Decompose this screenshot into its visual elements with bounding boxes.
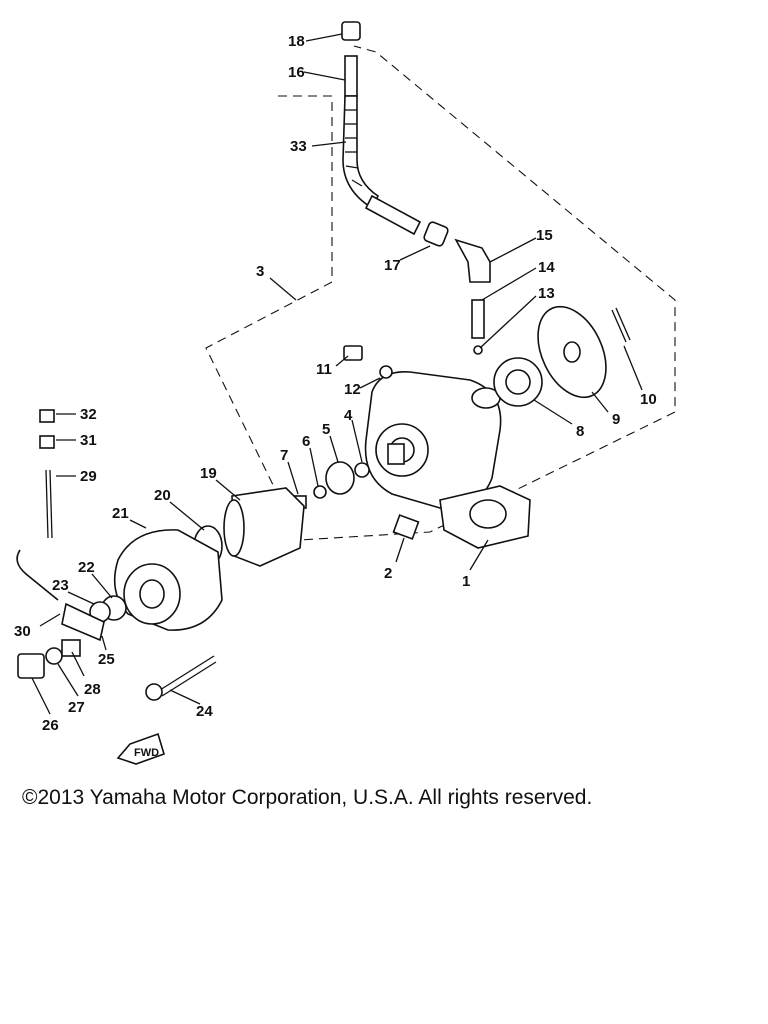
part-26-bolt xyxy=(17,653,45,679)
part-12-washer xyxy=(379,365,393,379)
label-16: 16 xyxy=(288,64,305,81)
part-28-spacer xyxy=(61,639,81,657)
label-29: 29 xyxy=(80,468,97,485)
label-8: 8 xyxy=(576,423,584,440)
label-4: 4 xyxy=(344,407,353,424)
pump-body xyxy=(364,357,543,549)
label-28: 28 xyxy=(84,681,101,698)
part-6-ring xyxy=(313,485,327,499)
label-27: 27 xyxy=(68,699,85,716)
part-32-nut xyxy=(39,409,55,423)
label-18: 18 xyxy=(288,33,305,50)
label-22: 22 xyxy=(78,559,95,576)
label-20: 20 xyxy=(154,487,171,504)
part-shaft xyxy=(387,443,405,465)
label-33: 33 xyxy=(290,138,307,155)
leader-lines xyxy=(31,33,643,715)
label-10: 10 xyxy=(640,391,657,408)
label-21: 21 xyxy=(112,505,129,522)
exploded-parts-diagram: FWD 18 xyxy=(14,21,676,765)
part-pipe-segment xyxy=(364,194,422,236)
part-30-lever xyxy=(16,549,59,601)
part-18-cap xyxy=(341,21,361,41)
label-5: 5 xyxy=(322,421,330,438)
label-19: 19 xyxy=(200,465,217,482)
hose-assembly xyxy=(341,21,491,355)
part-11-fitting xyxy=(343,345,363,361)
part-27-washer xyxy=(45,647,63,665)
label-31: 31 xyxy=(80,432,97,449)
part-17-collar xyxy=(423,221,449,247)
part-labels: 18 16 33 3 17 15 14 13 11 12 4 5 6 7 19 … xyxy=(14,33,657,734)
part-25-bracket xyxy=(61,602,105,642)
label-9: 9 xyxy=(612,411,620,428)
part-2-bolt xyxy=(392,514,420,540)
fwd-arrow: FWD xyxy=(116,732,165,765)
assembly-boundary xyxy=(205,45,676,541)
part-24-screw xyxy=(159,655,215,691)
label-11: 11 xyxy=(316,361,332,378)
label-15: 15 xyxy=(536,227,553,244)
label-3: 3 xyxy=(256,263,264,280)
label-24: 24 xyxy=(196,703,213,720)
label-1: 1 xyxy=(462,573,470,590)
part-4-washer xyxy=(354,462,370,478)
label-17: 17 xyxy=(384,257,401,274)
small-parts xyxy=(293,345,420,540)
label-7: 7 xyxy=(280,447,288,464)
label-23: 23 xyxy=(52,577,69,594)
part-31-nut xyxy=(39,435,55,449)
label-14: 14 xyxy=(538,259,555,276)
label-12: 12 xyxy=(344,381,361,398)
label-32: 32 xyxy=(80,406,97,423)
fwd-label: FWD xyxy=(134,747,159,759)
left-assembly xyxy=(16,409,305,701)
copyright-notice: ©2013 Yamaha Motor Corporation, U.S.A. A… xyxy=(22,786,593,809)
label-2: 2 xyxy=(384,565,392,582)
label-6: 6 xyxy=(302,433,310,450)
part-16-pipe xyxy=(344,55,358,97)
part-15-elbow xyxy=(454,238,491,283)
label-13: 13 xyxy=(538,285,555,302)
part-14-spring xyxy=(471,299,485,339)
part-29-rod xyxy=(45,469,49,539)
gear-assembly xyxy=(537,305,631,399)
label-30: 30 xyxy=(14,623,31,640)
label-26: 26 xyxy=(42,717,59,734)
part-5-plate xyxy=(325,461,355,495)
label-25: 25 xyxy=(98,651,115,668)
part-10-pin xyxy=(611,309,627,343)
